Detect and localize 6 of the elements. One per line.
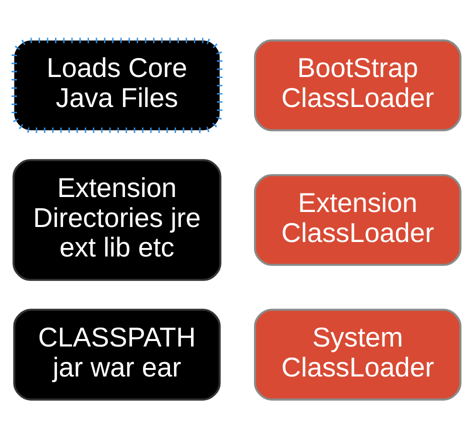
node-box: CLASSPATH jar war ear xyxy=(13,308,221,400)
node-box: BootStrap ClassLoader xyxy=(254,38,462,131)
node-box: Loads Core Java Files xyxy=(12,37,222,132)
node-box: System ClassLoader xyxy=(254,308,462,400)
node-box: Extension Directories jre ext lib etc xyxy=(12,158,222,280)
node-box: Extension ClassLoader xyxy=(254,174,462,266)
